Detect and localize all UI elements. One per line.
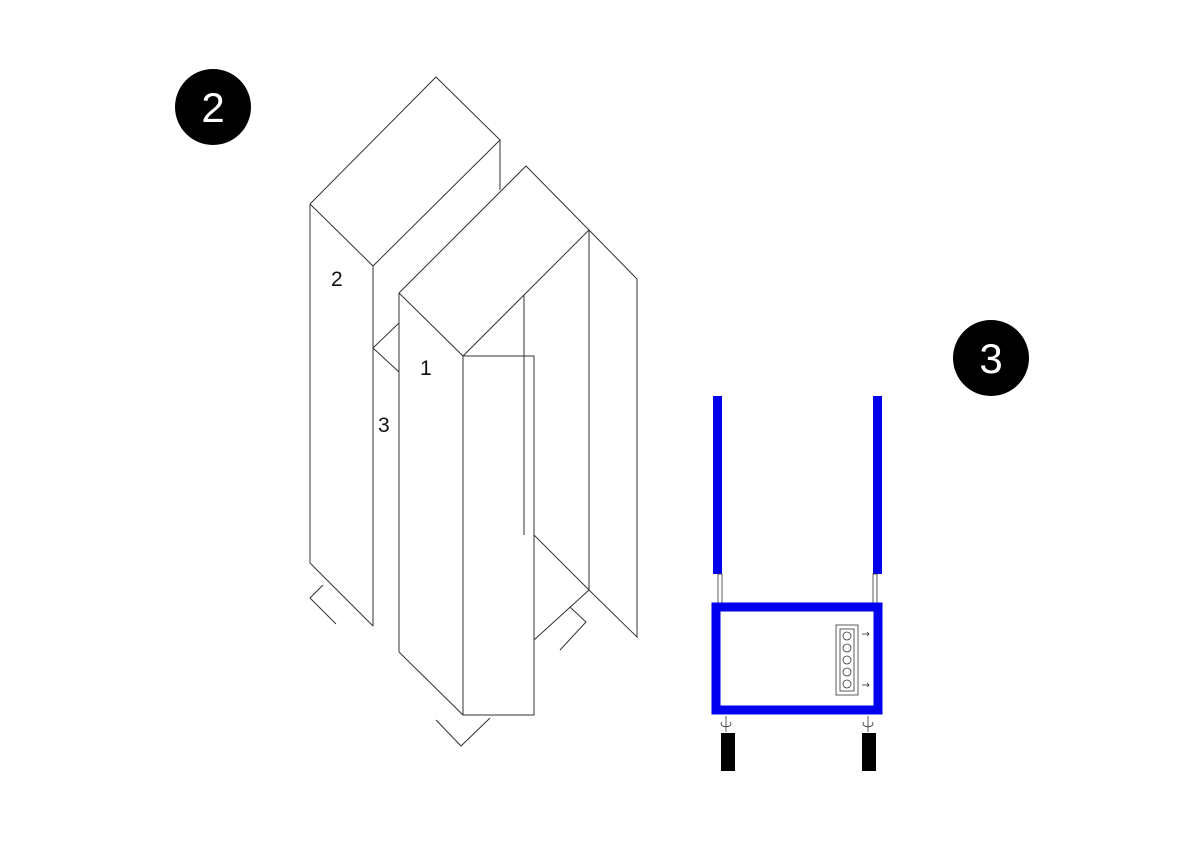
badge-circle <box>175 69 251 145</box>
plinth-marker-front <box>435 717 491 747</box>
cabinet-1-top <box>398 165 590 357</box>
foot-block-left <box>721 733 735 771</box>
foot-right <box>862 716 876 771</box>
frame-connector-right <box>872 573 878 605</box>
step-number-2: 2 <box>201 84 224 131</box>
step-number-3: 3 <box>979 335 1002 382</box>
cabinet-1-edge-bottom <box>398 651 464 716</box>
cabinet-isometric: 2 1 3 <box>309 76 638 747</box>
door-hinge-line <box>533 534 590 591</box>
door-bottom-line <box>533 589 590 641</box>
door-panel <box>462 355 535 716</box>
cabinet-3-edge <box>372 347 400 373</box>
cabinet-2-edge-bottom <box>309 562 374 627</box>
frame-front-view <box>711 396 883 771</box>
part-label-1: 1 <box>420 357 432 380</box>
foot-block-right <box>862 733 876 771</box>
rotate-adjust-icon <box>720 716 732 732</box>
plinth-marker-left <box>309 584 337 625</box>
arrow-right-icon <box>862 631 870 637</box>
foot-left <box>720 716 735 771</box>
power-strip-icon <box>835 624 859 696</box>
badge-circle <box>953 320 1029 396</box>
step-badge-2: 2 <box>175 69 251 145</box>
part-label-2: 2 <box>331 268 343 291</box>
frame-connector-left <box>717 573 723 605</box>
step-badge-3: 3 <box>953 320 1029 396</box>
arrow-right-icon <box>862 682 870 688</box>
side-door <box>588 229 638 639</box>
cabinet-2-top <box>309 76 501 267</box>
plinth-markers <box>309 584 587 747</box>
rotate-adjust-icon <box>862 716 874 732</box>
cabinet-1 <box>398 165 590 716</box>
cabinet-door <box>462 229 638 716</box>
cabinet-3 <box>372 322 400 373</box>
cabinet-2 <box>309 76 501 627</box>
frame-upright-left <box>713 396 722 574</box>
plinth-marker-right <box>559 606 587 651</box>
frame-upright-right <box>873 396 882 574</box>
cabinet-3-top <box>372 322 400 349</box>
part-label-3: 3 <box>378 414 390 437</box>
